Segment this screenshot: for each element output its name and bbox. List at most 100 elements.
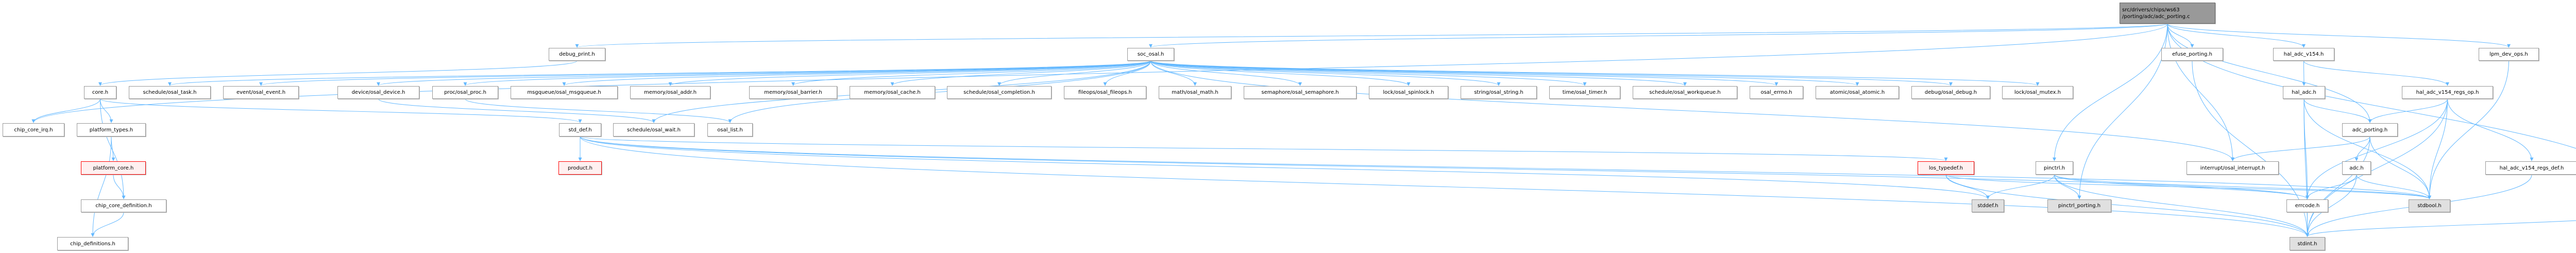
node-osal-spinlock[interactable]: lock/osal_spinlock.h [1369, 86, 1448, 99]
node-chip-core-definition[interactable]: chip_core_definition.h [81, 199, 166, 212]
node-osal-workqueue[interactable]: schedule/osal_workqueue.h [1633, 86, 1737, 99]
node-regs-op[interactable]: hal_adc_v154_regs_op.h [2402, 86, 2493, 99]
edge-los-typedef-to-stdint [1945, 174, 2309, 237]
edge-soc-osal-to-osal-workqueue [1150, 60, 1687, 86]
edge-soc-osal-to-osal-fileops [1103, 60, 1151, 86]
edge-core-to-chip-core-irq [31, 98, 100, 123]
node-platform-core[interactable]: platform_core.h [81, 161, 146, 175]
node-stdint[interactable]: stdint.h [2290, 237, 2325, 250]
node-chip-definitions[interactable]: chip_definitions.h [57, 237, 128, 250]
edge-common-def-to-stdint [2306, 220, 2576, 237]
node-osal-atomic[interactable]: atomic/osal_atomic.h [1816, 86, 1899, 99]
edge-main-to-efuse-porting [2167, 23, 2194, 48]
node-platform-types[interactable]: platform_types.h [77, 123, 146, 137]
edge-regs-op-to-stdbool [2428, 98, 2448, 199]
node-product[interactable]: product.h [558, 161, 602, 175]
node-osal-fileops[interactable]: fileops/osal_fileops.h [1064, 86, 1146, 99]
node-osal-string[interactable]: string/osal_string.h [1461, 86, 1537, 99]
edge-std-def-to-los-typedef [580, 136, 1947, 161]
node-los-typedef[interactable]: los_typedef.h [1918, 161, 1974, 175]
edge-regs-op-to-regs-def [2447, 98, 2534, 161]
node-chip-core-irq[interactable]: chip_core_irq.h [3, 123, 64, 137]
node-osal-mutex[interactable]: lock/osal_mutex.h [2002, 86, 2073, 99]
node-soc-osal[interactable]: soc_osal.h [1127, 48, 1174, 61]
node-osal-wait[interactable]: schedule/osal_wait.h [613, 123, 694, 137]
node-osal-debug[interactable]: debug/osal_debug.h [1911, 86, 1990, 99]
edge-osal-device-to-osal-wait [378, 98, 656, 123]
node-lpm-dev-ops[interactable]: lpm_dev_ops.h [2479, 48, 2539, 61]
node-osal-addr[interactable]: memory/osal_addr.h [630, 86, 710, 99]
edge-soc-osal-to-osal-cache [890, 60, 1151, 86]
node-adc-porting[interactable]: adc_porting.h [2342, 123, 2398, 137]
node-osal-cache[interactable]: memory/osal_cache.h [850, 86, 935, 99]
node-hal-adc[interactable]: hal_adc.h [2283, 86, 2325, 99]
edge-chip-core-definition-to-chip-definitions [91, 212, 124, 237]
node-osal-math[interactable]: math/osal_math.h [1159, 86, 1231, 99]
edge-regs-op-to-adc-porting [2368, 98, 2448, 123]
edge-std-def-to-stdbool [580, 136, 2431, 199]
node-osal-completion[interactable]: schedule/osal_completion.h [947, 86, 1052, 99]
node-stdbool[interactable]: stdbool.h [2409, 199, 2450, 212]
edge-soc-osal-to-osal-list [728, 60, 1151, 123]
edge-soc-osal-to-osal-spinlock [1150, 60, 1411, 86]
node-osal-device[interactable]: device/osal_device.h [337, 86, 419, 99]
edge-los-typedef-to-stdbool [1945, 174, 2431, 199]
edge-soc-osal-to-osal-task [168, 60, 1151, 86]
edge-core-to-std-def [100, 98, 582, 123]
edge-pinctrl-to-stdbool [2054, 174, 2431, 199]
node-osal-msgqueue[interactable]: msgqueue/osal_msgqueue.h [511, 86, 618, 99]
edge-soc-osal-to-osal-proc [463, 60, 1151, 86]
node-osal-semaphore[interactable]: semaphore/osal_semaphore.h [1244, 86, 1357, 99]
edge-main-to-adc-porting [2167, 23, 2372, 123]
node-debug-print[interactable]: debug_print.h [549, 48, 605, 61]
edge-adc-porting-to-adc [2354, 136, 2370, 161]
edge-soc-osal-to-osal-errno [1150, 60, 1778, 86]
edge-lpm-dev-ops-to-stdbool [2428, 60, 2509, 199]
edge-std-def-to-stddef [580, 136, 1990, 199]
node-efuse-porting[interactable]: efuse_porting.h [2161, 48, 2223, 61]
edge-soc-osal-to-osal-atomic [1150, 60, 1859, 86]
edge-soc-osal-to-osal-mutex [1150, 60, 2040, 86]
edge-main-to-hal-adc-v154 [2167, 23, 2306, 48]
edge-adc-to-errcode [2306, 174, 2357, 199]
edge-platform-types-to-chip-definitions [91, 136, 112, 237]
edge-soc-osal-to-osal-math [1150, 60, 1197, 86]
edge-pinctrl-to-pinctrl-porting [2054, 174, 2081, 199]
edge-soc-osal-to-osal-debug [1150, 60, 1953, 86]
node-pinctrl[interactable]: pinctrl.h [2036, 161, 2073, 175]
edge-hal-adc-to-adc-porting [2303, 98, 2372, 123]
edge-std-def-to-stdint [580, 136, 2309, 237]
node-pinctrl-porting[interactable]: pinctrl_porting.h [2047, 199, 2111, 212]
edge-hal-adc-v154-to-regs-op [2303, 60, 2449, 86]
edge-soc-osal-to-osal-msgqueue [562, 60, 1151, 86]
node-main[interactable]: src/drivers/chips/ws63 /porting/adc/adc_… [2120, 3, 2215, 24]
edge-main-to-lpm-dev-ops [2167, 23, 2511, 48]
node-osal-task[interactable]: schedule/osal_task.h [129, 86, 211, 99]
node-regs-def[interactable]: hal_adc_v154_regs_def.h [2485, 161, 2576, 175]
node-adc[interactable]: adc.h [2342, 161, 2371, 175]
edge-adc-porting-to-stdbool [2369, 136, 2431, 199]
node-hal-adc-v154[interactable]: hal_adc_v154.h [2273, 48, 2334, 61]
edge-adc-to-stdint [2306, 174, 2357, 237]
node-osal-timer[interactable]: time/osal_timer.h [1549, 86, 1620, 99]
node-osal-proc[interactable]: proc/osal_proc.h [432, 86, 498, 99]
edge-osal-proc-to-osal-list [465, 98, 732, 123]
node-std-def[interactable]: std_def.h [559, 123, 601, 137]
edge-adc-to-stdbool [2356, 174, 2431, 199]
node-stddef[interactable]: stddef.h [1972, 199, 2004, 212]
edge-pinctrl-to-stdint [2054, 174, 2309, 237]
edge-main-to-chip-core-irq [31, 23, 2168, 123]
edge-soc-osal-to-osal-device [377, 60, 1151, 86]
edge-soc-osal-to-osal-addr [668, 60, 1151, 86]
edge-soc-osal-to-osal-event [259, 60, 1151, 86]
node-osal-errno[interactable]: osal_errno.h [1750, 86, 1803, 99]
node-core[interactable]: core.h [84, 86, 116, 99]
node-osal-list[interactable]: osal_list.h [707, 123, 753, 137]
edge-soc-osal-to-osal-completion [997, 60, 1151, 86]
edge-main-to-pinctrl-porting [2077, 23, 2168, 199]
node-osal-event[interactable]: event/osal_event.h [223, 86, 299, 99]
node-errcode[interactable]: errcode.h [2286, 199, 2328, 212]
node-osal-barrier[interactable]: memory/osal_barrier.h [749, 86, 837, 99]
node-osal-interrupt[interactable]: interrupt/osal_interrupt.h [2187, 161, 2279, 175]
